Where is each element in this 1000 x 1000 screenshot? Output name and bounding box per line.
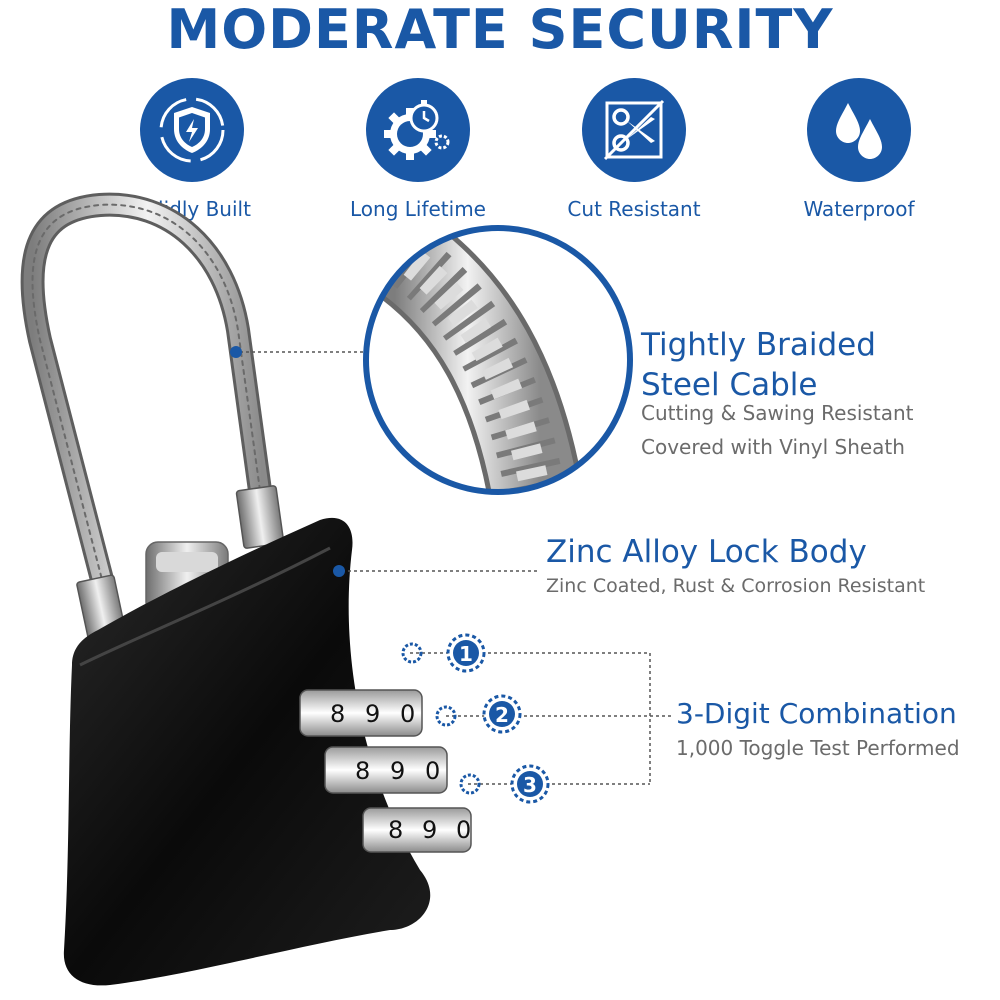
feature-icon-circle: [140, 78, 244, 182]
dial-3-digit: 8: [388, 816, 403, 844]
feature-label: Cut Resistant: [567, 197, 701, 221]
feature-waterproof: Waterproof: [759, 78, 959, 222]
body-pointer-dot: [333, 565, 345, 577]
dial-3-digit: 0: [456, 816, 471, 844]
gear-stopwatch-icon: [384, 100, 450, 160]
feature-label: Waterproof: [803, 197, 915, 221]
combination-callout-sub: 1,000 Toggle Test Performed: [676, 736, 960, 760]
dial-1-digit: 8: [330, 700, 345, 728]
combination-marker-2: 2: [435, 694, 522, 734]
svg-text:1: 1: [459, 642, 473, 666]
cable-callout-sub-line1: Cutting & Sawing Resistant: [641, 401, 914, 425]
combination-callout-title: 3-Digit Combination: [676, 697, 957, 730]
dial-3-digit: 9: [422, 816, 437, 844]
feature-label: Long Lifetime: [350, 197, 486, 221]
cable-pointer-dot: [230, 346, 242, 358]
dial-1-digit: 0: [400, 700, 415, 728]
svg-text:2: 2: [495, 703, 509, 727]
combination-marker-1: 1: [401, 633, 486, 673]
leader-lines: [240, 351, 672, 785]
lock-body: [63, 517, 431, 986]
shield-lightning-icon: [159, 97, 225, 163]
feature-icon-circle: [807, 78, 911, 182]
cable-callout-title-line1: Tightly Braided: [641, 327, 876, 363]
dial-1-digit: 9: [365, 700, 380, 728]
dial-2-digit: 8: [355, 757, 370, 785]
dial-1: [299, 689, 423, 737]
dial-2-digit: 0: [425, 757, 440, 785]
feature-cut-resistant: Cut Resistant: [534, 78, 734, 222]
combination-marker-3: 3: [459, 764, 550, 804]
cable-collar-right: [235, 485, 285, 549]
body-callout-title: Zinc Alloy Lock Body: [546, 534, 867, 570]
scissors-crossed-icon: [603, 99, 665, 161]
page-title: MODERATE SECURITY: [166, 0, 834, 61]
feature-icon-circle: [366, 78, 470, 182]
body-callout-sub: Zinc Coated, Rust & Corrosion Resistant: [546, 575, 926, 597]
feature-icon-circle: [582, 78, 686, 182]
feature-long-lifetime: Long Lifetime: [318, 78, 518, 222]
steel-cable: [20, 192, 274, 607]
water-drops-icon: [836, 103, 882, 159]
cable-callout-title-line2: Steel Cable: [641, 367, 818, 403]
svg-text:3: 3: [523, 773, 537, 797]
dial-2: [324, 746, 448, 794]
cable-zoom-circle: [363, 225, 633, 495]
dial-3: [362, 807, 472, 853]
cable-callout-sub-line2: Covered with Vinyl Sheath: [641, 435, 905, 459]
dial-2-digit: 9: [390, 757, 405, 785]
